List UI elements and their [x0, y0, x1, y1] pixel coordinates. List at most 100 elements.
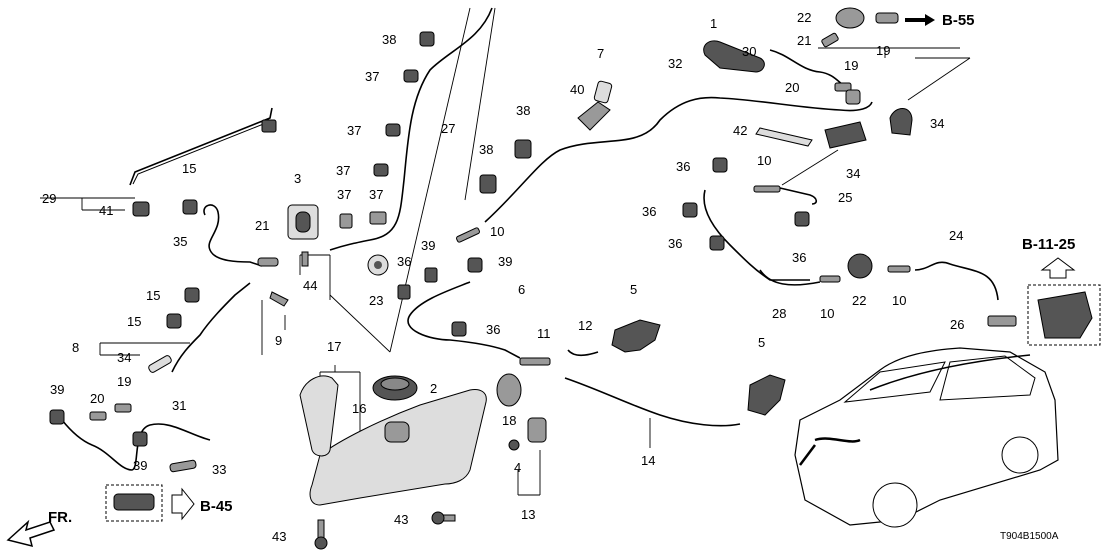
ref-b1125-label: B-11-25: [1022, 236, 1075, 253]
callout-15-b: 15: [146, 288, 160, 303]
connector-29: [261, 119, 277, 133]
clip-36-d: [682, 202, 698, 218]
callout-34-c: 34: [117, 350, 131, 365]
callout-37-c: 37: [336, 163, 350, 178]
grommet-18: [496, 373, 522, 407]
joint-21-top: [821, 32, 839, 48]
clip-36-f: [794, 211, 810, 227]
arrow-b55: [905, 14, 935, 26]
callout-2: 2: [430, 381, 437, 396]
callout-39-c: 39: [50, 382, 64, 397]
arrow-b1125: [1040, 257, 1076, 279]
hose-35: [203, 204, 263, 267]
clip-36-c: [712, 157, 728, 173]
callout-29: 29: [42, 191, 56, 206]
clip-38-c: [479, 174, 497, 194]
callout-22-a: 22: [797, 10, 811, 25]
diagram-code: T904B1500A: [1000, 531, 1059, 542]
clip-38-b: [514, 139, 532, 159]
cap-2-top: [380, 377, 410, 391]
connector-10-d: [887, 265, 911, 273]
vehicle-front-wheel: [872, 482, 918, 528]
callout-36-b: 36: [486, 322, 500, 337]
hose-32: [484, 96, 873, 223]
vehicle-side-windows: [939, 355, 1036, 401]
clip-37-b: [385, 123, 401, 137]
reservoir-tank-16: [309, 389, 487, 506]
callout-19-b: 19: [844, 58, 858, 73]
tube-29: [129, 107, 273, 186]
callout-7: 7: [597, 46, 604, 61]
callout-37-b: 37: [347, 123, 361, 138]
callout-36-c: 36: [676, 159, 690, 174]
reference-labels: B-55 B-45 B-11-25 FR. T904B1500A: [48, 12, 1075, 542]
reservoir-filler-neck: [384, 421, 410, 443]
grommet-23-inner: [374, 261, 382, 269]
callout-24: 24: [949, 228, 963, 243]
ref-box-b1125: [1027, 284, 1101, 346]
washer-nozzle-5-a: [611, 319, 661, 353]
callout-15-c: 15: [127, 314, 141, 329]
callout-43-b: 43: [394, 512, 408, 527]
clip-37-c: [373, 163, 389, 177]
joint-26: [987, 315, 1017, 327]
callout-10-c: 10: [820, 306, 834, 321]
hose-12: [567, 349, 599, 357]
callout-33: 33: [212, 462, 226, 477]
callout-10-d: 10: [892, 293, 906, 308]
seal-4: [508, 439, 520, 451]
callout-43-a: 43: [272, 529, 286, 544]
clip-36-b: [451, 321, 467, 337]
callout-10-a: 10: [490, 224, 504, 239]
clip-15-a: [182, 199, 198, 215]
callout-34-b: 34: [846, 166, 860, 181]
callout-32: 32: [668, 56, 682, 71]
callout-36-e: 36: [668, 236, 682, 251]
washer-nozzle-5-b: [747, 374, 786, 416]
callout-39-a: 39: [421, 238, 435, 253]
hose-8: [171, 282, 251, 373]
callout-40: 40: [570, 82, 584, 97]
callout-37-e: 37: [369, 187, 383, 202]
clip-39-a: [424, 267, 438, 283]
tube-29-inner: [132, 120, 272, 185]
callout-9: 9: [275, 333, 282, 348]
callout-1: 1: [710, 16, 717, 31]
callout-42: 42: [733, 123, 747, 138]
clip-36-e: [709, 235, 725, 251]
callout-4: 4: [514, 460, 521, 475]
hose-25-branch: [779, 187, 818, 205]
hose-14: [564, 377, 741, 427]
callout-38-c: 38: [479, 142, 493, 157]
nozzle-1: [703, 40, 765, 73]
check-valve-22-a: [835, 7, 865, 29]
nozzle-10-a: [456, 227, 480, 243]
callout-12: 12: [578, 318, 592, 333]
clip-37-d: [339, 213, 353, 229]
ref-b45-label: B-45: [200, 498, 233, 515]
callout-36-d: 36: [642, 204, 656, 219]
hose-34-b: [824, 121, 867, 149]
callout-18: 18: [502, 413, 516, 428]
clip-37-a: [403, 69, 419, 83]
callout-15-a: 15: [182, 161, 196, 176]
callout-25: 25: [838, 190, 852, 205]
joint-9: [269, 291, 289, 307]
reservoir-bracket: [1037, 291, 1093, 339]
callout-36-a: 36: [397, 254, 411, 269]
callout-22-b: 22: [852, 293, 866, 308]
vehicle-roof-line: [869, 354, 1031, 391]
clip-37-e: [369, 211, 387, 225]
vehicle-rear-wheel: [1001, 436, 1039, 474]
callout-5-b: 5: [758, 335, 765, 350]
callout-39-b: 39: [498, 254, 512, 269]
vehicle-windshield: [843, 361, 946, 403]
callout-37-d: 37: [337, 187, 351, 202]
hose-31: [61, 419, 211, 471]
hose-24: [914, 261, 999, 301]
callout-44: 44: [303, 278, 317, 293]
callout-30: 30: [742, 44, 756, 59]
bolt-44: [301, 251, 309, 267]
connector-20-a: [834, 82, 852, 92]
callout-35: 35: [173, 234, 187, 249]
